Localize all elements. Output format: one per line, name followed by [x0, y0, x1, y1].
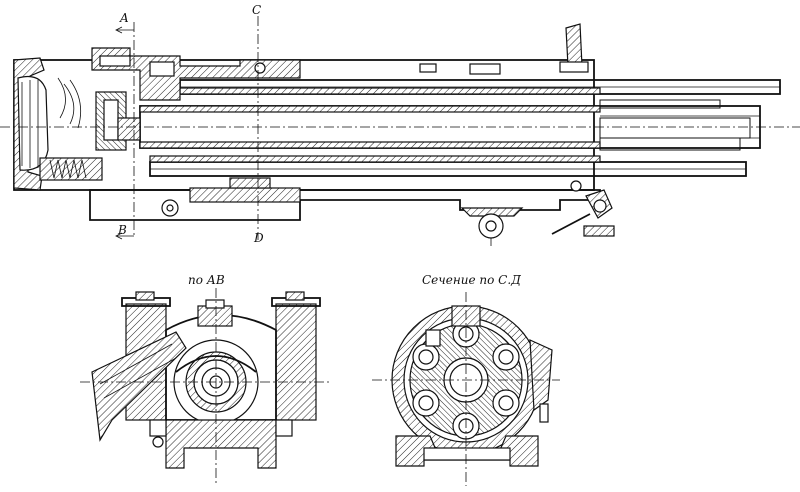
section-cd — [372, 292, 560, 486]
section-label-b: B — [117, 223, 127, 237]
view-ab-title: по АВ — [188, 273, 225, 287]
view-ab-base — [165, 419, 277, 469]
section-label-a: A — [119, 11, 129, 25]
feed-chute — [91, 331, 187, 442]
chambers — [412, 320, 520, 440]
grip-drum — [17, 75, 49, 171]
section-label-d: D — [253, 231, 264, 245]
longitudinal-section — [0, 16, 800, 246]
sight-post — [565, 23, 583, 67]
view-ab — [80, 288, 330, 486]
view-cd-title: Сечение по С.Д — [422, 273, 521, 287]
breech-block — [91, 47, 301, 101]
upper-barrel-hatch — [179, 87, 601, 95]
spring-assembly — [39, 157, 103, 181]
right-cylinder — [275, 303, 317, 421]
section-label-c: C — [252, 3, 261, 17]
hand-knob — [583, 225, 615, 237]
